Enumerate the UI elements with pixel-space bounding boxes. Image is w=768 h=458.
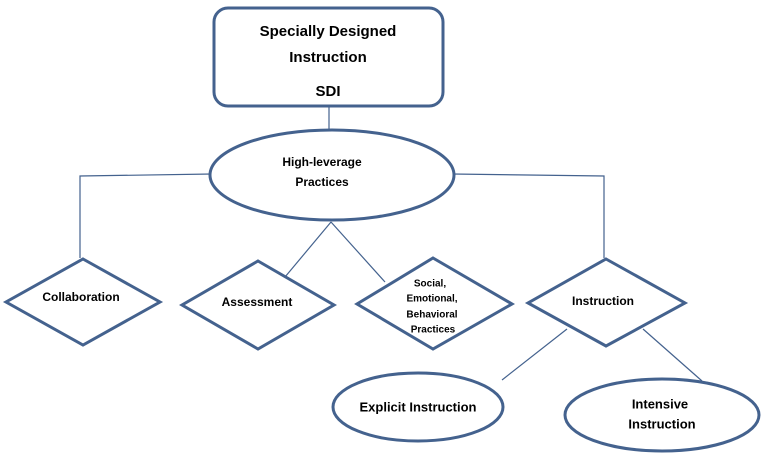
hub-ellipse — [208, 128, 456, 222]
connector-hub-instruction — [451, 173, 605, 258]
connector-hub-collaboration — [79, 173, 213, 258]
instruction-type-intensive: Intensive Instruction — [563, 377, 761, 453]
instruction-diamond — [524, 257, 689, 348]
practice-node-instruction: Instruction — [524, 257, 689, 348]
root-label-line1: Specially Designed — [260, 23, 397, 40]
practice-node-collaboration: Collaboration — [2, 257, 164, 347]
intensive-label-line1: Intensive — [632, 396, 688, 411]
collaboration-label: Collaboration — [42, 290, 119, 304]
connector-hub-social — [330, 221, 386, 283]
hub-node-high-leverage-practices: High-leverage Practices — [208, 128, 456, 222]
collaboration-diamond — [2, 257, 164, 347]
root-label-line3: SDI — [315, 83, 340, 100]
connector-hub-assessment — [284, 221, 332, 278]
instruction-type-explicit: Explicit Instruction — [331, 371, 505, 443]
connectors — [79, 106, 703, 382]
connector-instruction-explicit — [501, 328, 568, 381]
assessment-diamond — [179, 259, 337, 351]
connector-instruction-intensive — [642, 328, 703, 382]
root-label-line2: Instruction — [289, 49, 367, 66]
explicit-ellipse — [331, 371, 505, 443]
intensive-ellipse — [563, 377, 761, 453]
social-diamond — [354, 256, 516, 351]
explicit-label: Explicit Instruction — [359, 399, 476, 414]
practice-node-social-emotional-behavioral: Social, Emotional, Behavioral Practices — [354, 256, 516, 351]
practice-node-assessment: Assessment — [179, 259, 337, 351]
intensive-label-line2: Instruction — [628, 416, 695, 431]
hub-label-line1: High-leverage — [282, 155, 362, 169]
root-node-sdi: Specially Designed Instruction SDI — [212, 6, 445, 108]
instruction-label: Instruction — [572, 294, 634, 308]
assessment-label: Assessment — [222, 295, 293, 309]
hub-label-line2: Practices — [295, 175, 349, 189]
social-label-line2: Emotional, — [406, 294, 457, 305]
social-label-line3: Behavioral — [406, 310, 457, 321]
social-label-line4: Practices — [411, 325, 456, 336]
social-label-line1: Social, — [414, 279, 446, 290]
root-box — [212, 6, 445, 108]
